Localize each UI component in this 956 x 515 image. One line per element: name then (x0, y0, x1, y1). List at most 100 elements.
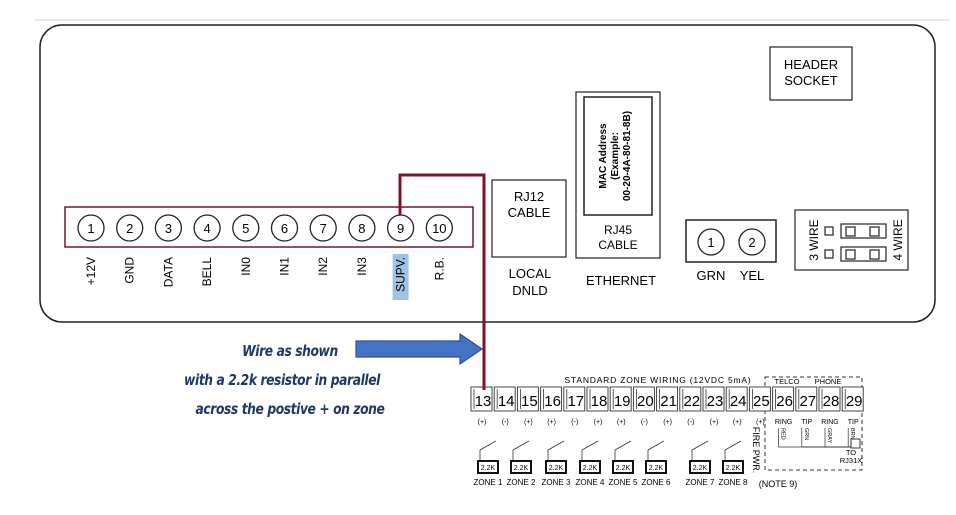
zone-terminal-17[interactable] (563, 386, 586, 412)
zone-terminal-24[interactable] (725, 386, 748, 412)
zone-terminal-16[interactable] (540, 386, 563, 412)
mac-address-example: (Example: (610, 132, 621, 180)
terminal-label: +12V (84, 257, 98, 285)
zone-terminal-23[interactable] (702, 386, 725, 412)
zone-terminal-number: 24 (730, 393, 747, 410)
wire-color-label: GRAY (826, 428, 832, 444)
resistor-icon (477, 460, 499, 474)
polarity-label: (+) (547, 419, 556, 426)
zone-wiring-title: STANDARD ZONE WIRING (12VDC 5mA) (565, 375, 752, 385)
zone-terminal-26[interactable] (772, 386, 795, 412)
note-line-2: with a 2.2k resistor in parallel (184, 371, 380, 389)
header-socket-label-2: SOCKET (784, 73, 838, 88)
resistor-label: 2.2K (583, 465, 598, 472)
switch-icon (479, 440, 497, 451)
terminal-2[interactable] (116, 214, 144, 242)
resistor-icon (689, 460, 711, 474)
polarity-label: (+) (733, 419, 742, 426)
terminal-label: IN0 (239, 257, 253, 276)
zone-terminal-14[interactable] (493, 386, 516, 412)
zone-terminal-number: 21 (660, 393, 677, 410)
zone-terminal-18[interactable] (586, 386, 609, 412)
local-dnld-label-2: DNLD (512, 283, 547, 298)
rj12-box (491, 179, 567, 258)
resistor-label: 2.2K (693, 465, 708, 472)
rj45-label: RJ45 (604, 223, 632, 237)
terminal-number: 8 (358, 221, 365, 236)
terminal-label: GND (123, 257, 137, 284)
terminal-6[interactable] (270, 214, 299, 242)
terminal-strip (64, 206, 474, 248)
panel-board (39, 24, 936, 323)
zone-terminal-21[interactable] (656, 386, 679, 412)
grn-yel-label: GRN (697, 268, 726, 283)
terminal-1[interactable] (77, 214, 105, 242)
mac-address-title: MAC Address (598, 123, 609, 189)
terminal-5[interactable] (232, 214, 260, 242)
zone-label: ZONE 7 (686, 478, 715, 487)
zone-terminal-25[interactable] (748, 386, 771, 412)
jumper-box (794, 209, 909, 271)
polarity-label: (+) (478, 419, 487, 426)
local-dnld-label: LOCAL (509, 266, 552, 281)
rj12-label-2: CABLE (508, 205, 551, 220)
zone-terminal-29[interactable] (841, 386, 864, 412)
resistor-icon (722, 460, 744, 474)
terminal-3[interactable] (154, 214, 183, 242)
rj45-box (575, 91, 661, 259)
zone-terminal-27[interactable] (795, 386, 818, 412)
zone-terminal-22[interactable] (679, 386, 702, 412)
zone-label: ZONE 5 (609, 478, 638, 487)
rj31x-jack (850, 438, 861, 449)
zone-terminal-number: 22 (683, 393, 700, 410)
zone-terminal-15[interactable] (516, 386, 539, 412)
fire-pwr-label: FIRE PWR. (751, 427, 761, 474)
terminal-number: 2 (126, 221, 133, 236)
polarity-label: (+) (663, 419, 672, 426)
terminal-number: 2 (748, 235, 755, 250)
terminal-10[interactable] (425, 214, 453, 242)
terminal-number: 3 (165, 221, 172, 236)
supv-wire (398, 173, 486, 390)
zone-terminal-number: 15 (521, 393, 538, 410)
grn-yel-terminal-1[interactable] (697, 228, 725, 256)
terminal-number: 4 (203, 221, 210, 236)
terminal-label: DATA (161, 257, 175, 287)
resistor-icon (579, 460, 601, 474)
mac-address-label-box (583, 96, 653, 216)
resistor-label: 2.2K (726, 465, 741, 472)
zone-terminal-number: 28 (823, 393, 840, 410)
to-label: TO (846, 448, 856, 457)
telco-pin-label: TIP (801, 419, 812, 426)
polarity-label: (+) (594, 419, 603, 426)
ethernet-label: ETHERNET (586, 273, 656, 288)
telco-pin-label: TIP (848, 419, 859, 426)
header-socket-box (769, 46, 853, 101)
rj31x-label: RJ31X (840, 456, 863, 465)
terminal-label: IN1 (278, 257, 292, 276)
terminal-7[interactable] (309, 214, 337, 242)
zone-terminal-number: 18 (591, 393, 608, 410)
wire-color-label: RED (780, 428, 786, 440)
resistor-label: 2.2K (616, 465, 631, 472)
terminal-number: 1 (87, 221, 94, 236)
grn-yel-terminal-box (685, 219, 777, 263)
zone-terminal-28[interactable] (818, 386, 841, 412)
zone-terminal-number: 27 (799, 393, 816, 410)
terminal-number: 9 (397, 221, 404, 236)
note-9-label: (NOTE 9) (759, 479, 798, 489)
terminal-label: IN3 (355, 257, 369, 276)
switch-icon (581, 440, 599, 451)
note-line-1: Wire as shown (242, 342, 338, 360)
terminal-number: 1 (707, 235, 714, 250)
terminal-8[interactable] (348, 214, 376, 242)
zone-terminal-number: 20 (637, 393, 654, 410)
switch-icon (647, 440, 665, 451)
phone-label: PHONE (815, 377, 842, 386)
grn-yel-terminal-2[interactable] (738, 228, 766, 256)
terminal-4[interactable] (193, 214, 221, 242)
jumper-pins[interactable] (824, 223, 887, 262)
zone-terminal-13[interactable] (470, 386, 493, 412)
zone-terminal-19[interactable] (609, 386, 632, 412)
zone-terminal-20[interactable] (632, 386, 655, 412)
